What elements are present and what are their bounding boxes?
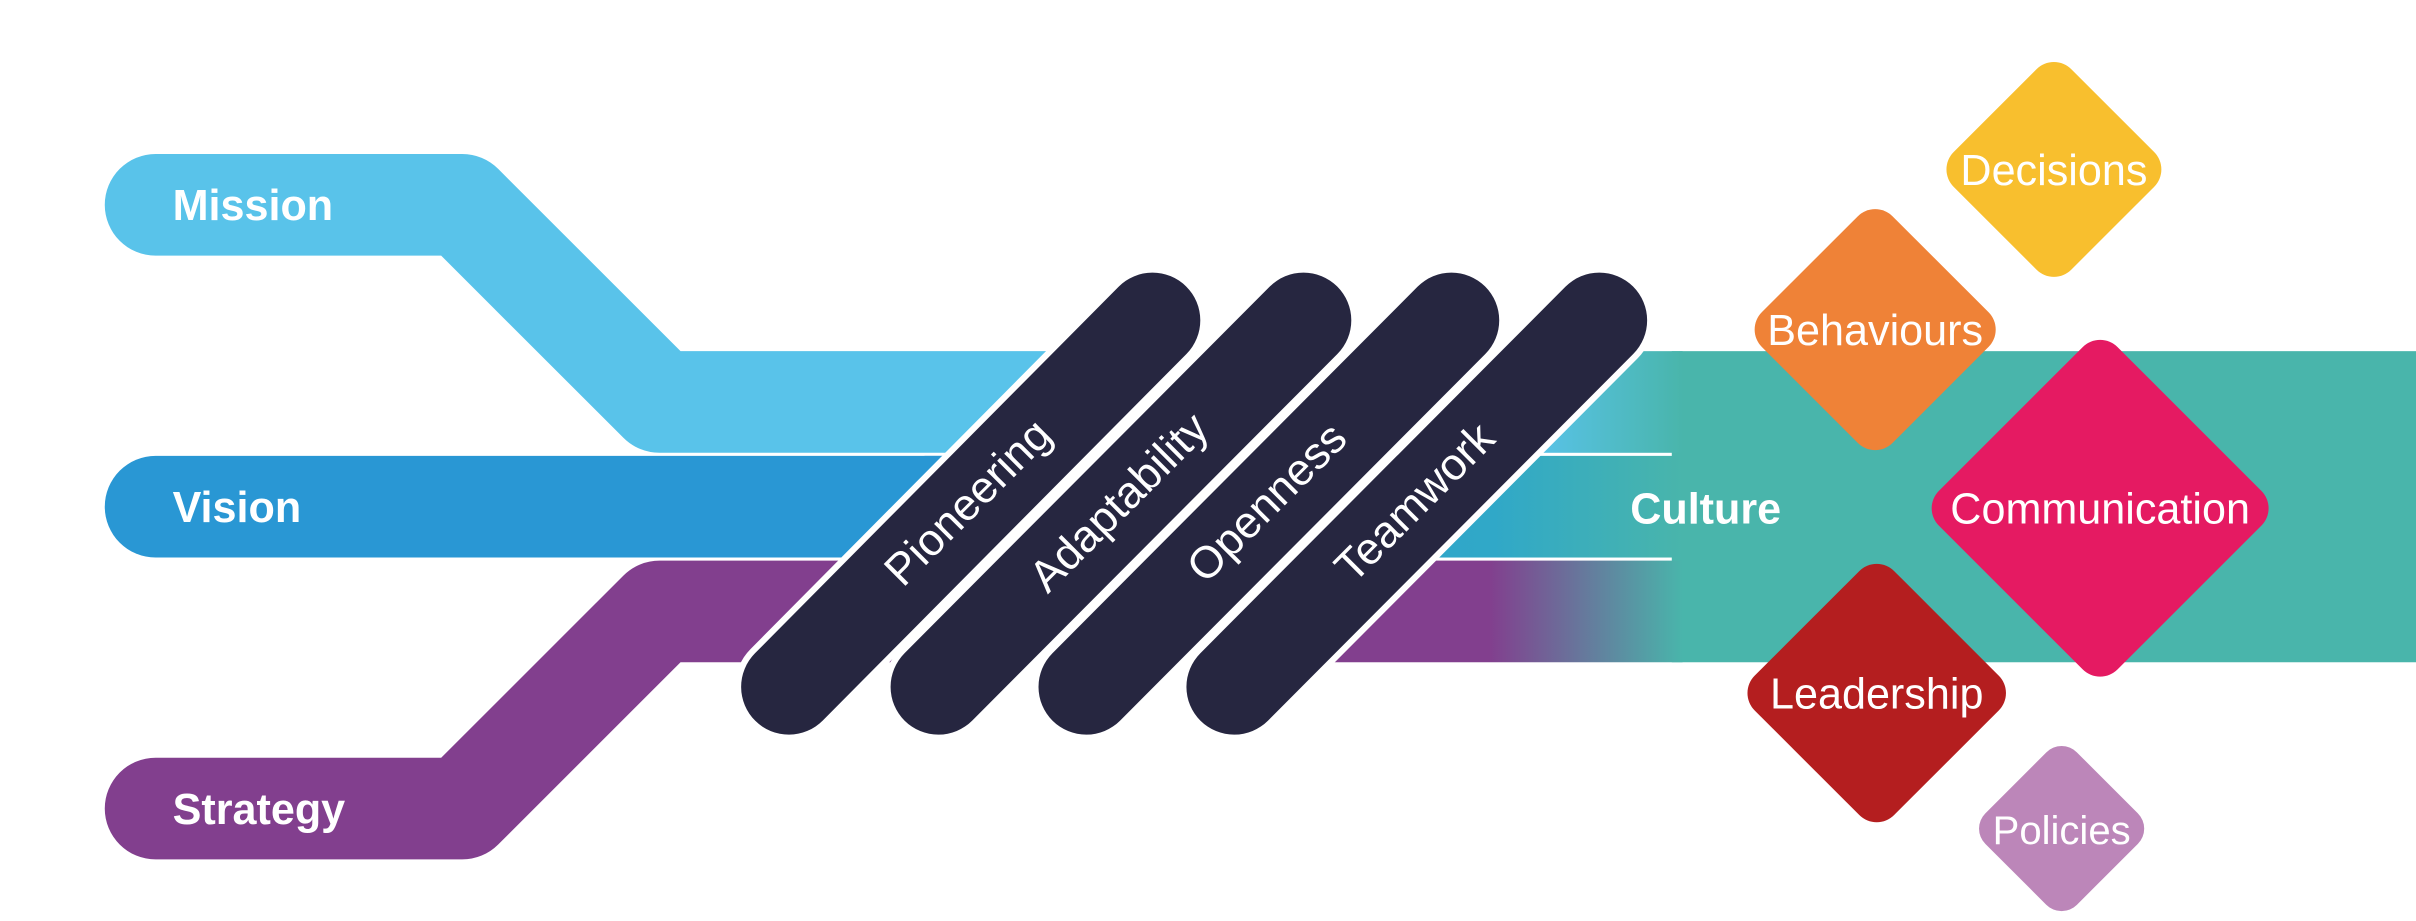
mission-label: Mission [173,182,334,230]
diamond-decisions: Decisions [1946,62,2162,277]
value-bar-adaptability: Adaptability [884,266,1358,741]
policies-label: Policies [1993,809,2131,853]
diamond-behaviours: Behaviours [1754,209,1996,451]
strategy-label: Strategy [173,786,346,834]
behaviours-label: Behaviours [1767,307,1983,355]
mission-band [104,154,1161,453]
diamond-policies: Policies [1979,746,2145,912]
diamond-communication: Communication [1931,339,2269,677]
value-bar-teamwork: Teamwork [1180,266,1654,741]
leadership-label: Leadership [1770,670,1983,718]
decisions-label: Decisions [1960,147,2147,195]
communication-label: Communication [1950,486,2250,534]
value-bar-pioneering: Pioneering [734,266,1207,741]
vision-label: Vision [173,484,302,532]
diamond-leadership: Leadership [1747,563,2006,823]
culture-label: Culture [1630,486,1781,534]
